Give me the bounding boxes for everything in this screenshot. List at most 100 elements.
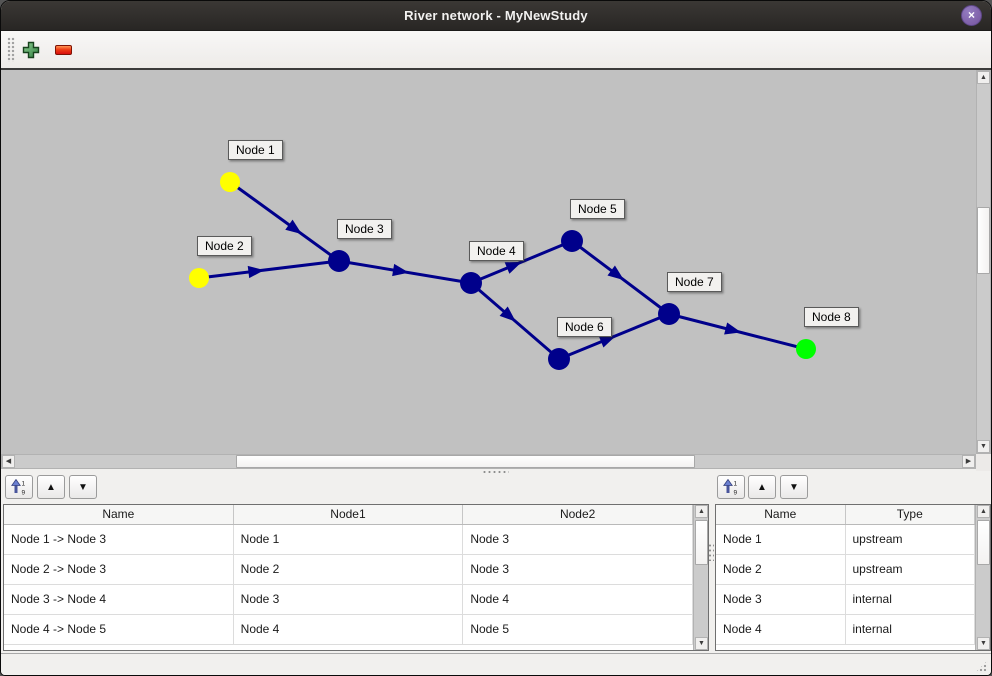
edge-arrow-icon xyxy=(504,261,522,274)
network-view-frame: Node 1 Node 2 Node 3 Node 4 Node 5 Node 6 Node… xyxy=(1,68,991,471)
plus-icon xyxy=(22,41,40,59)
network-canvas[interactable]: Node 1 Node 2 Node 3 Node 4 Node 5 Node 6 Node… xyxy=(1,70,976,454)
table-cell[interactable]: upstream xyxy=(845,525,975,555)
node-label[interactable]: Node 5 xyxy=(570,199,625,219)
scroll-right-icon[interactable]: ▶ xyxy=(962,455,975,468)
table-cell[interactable]: Node 3 xyxy=(233,585,464,615)
node-label[interactable]: Node 6 xyxy=(557,317,612,337)
node-label[interactable]: Node 4 xyxy=(469,241,524,261)
node-circle[interactable] xyxy=(220,172,240,192)
remove-button[interactable] xyxy=(50,37,76,63)
table-cell[interactable]: Node 5 xyxy=(463,615,693,645)
links-scroll-thumb[interactable] xyxy=(695,520,708,565)
toolbar xyxy=(1,31,991,68)
nodes-move-up-button[interactable]: ▲ xyxy=(748,475,776,499)
close-button[interactable]: × xyxy=(961,5,982,26)
move-down-icon: ▼ xyxy=(78,481,88,493)
table-cell[interactable]: Node 4 xyxy=(716,615,846,645)
splitter-handle-icon xyxy=(482,470,509,474)
nodes-scroll-thumb[interactable] xyxy=(977,520,990,565)
horizontal-splitter[interactable] xyxy=(1,469,991,475)
scroll-down-icon[interactable]: ▼ xyxy=(977,440,990,453)
scroll-left-icon[interactable]: ◀ xyxy=(2,455,15,468)
toolbar-drag-handle-icon[interactable] xyxy=(7,37,15,62)
table-cell[interactable]: Node 3 xyxy=(463,525,693,555)
table-cell[interactable]: upstream xyxy=(845,555,975,585)
table-cell[interactable]: Node 3 xyxy=(463,555,693,585)
node-label[interactable]: Node 8 xyxy=(804,307,859,327)
node-circle[interactable] xyxy=(460,272,482,294)
column-header[interactable]: Node1 xyxy=(234,505,464,524)
table-cell[interactable]: Node 3 -> Node 4 xyxy=(4,585,234,615)
node-label[interactable]: Node 1 xyxy=(228,140,283,160)
horizontal-scroll-thumb[interactable] xyxy=(236,455,695,468)
table-cell[interactable]: Node 4 xyxy=(463,585,693,615)
add-button[interactable] xyxy=(18,37,44,63)
table-cell[interactable]: Node 1 xyxy=(233,525,464,555)
titlebar[interactable]: River network - MyNewStudy × xyxy=(1,1,991,31)
scroll-up-icon[interactable]: ▲ xyxy=(695,505,708,518)
edge-arrow-icon xyxy=(285,219,302,235)
nodes-move-down-button[interactable]: ▼ xyxy=(780,475,808,499)
links-move-up-button[interactable]: ▲ xyxy=(37,475,65,499)
column-header[interactable]: Name xyxy=(4,505,234,524)
node-circle[interactable] xyxy=(658,303,680,325)
edge-line[interactable] xyxy=(228,180,341,263)
resize-grip-icon[interactable] xyxy=(975,660,988,673)
node-circle[interactable] xyxy=(189,268,209,288)
nodes-table-scrollbar[interactable]: ▲ ▼ xyxy=(975,505,990,650)
table-cell[interactable]: Node 1 xyxy=(716,525,846,555)
canvas-horizontal-scrollbar[interactable]: ◀ ▶ xyxy=(1,454,976,469)
partial-row xyxy=(4,645,693,650)
table-cell[interactable]: internal xyxy=(845,615,975,645)
edge-arrow-icon xyxy=(598,335,616,348)
table-cell[interactable]: Node 3 xyxy=(716,585,846,615)
node-label[interactable]: Node 7 xyxy=(667,272,722,292)
links-move-down-button[interactable]: ▼ xyxy=(69,475,97,499)
table-cell[interactable]: Node 1 -> Node 3 xyxy=(4,525,234,555)
links-sort-button[interactable]: 1 9 xyxy=(5,475,33,499)
vertical-scroll-thumb[interactable] xyxy=(977,207,990,274)
links-table-scrollbar[interactable]: ▲ ▼ xyxy=(693,505,708,650)
scroll-up-icon[interactable]: ▲ xyxy=(977,71,990,84)
svg-text:9: 9 xyxy=(22,490,26,496)
node-circle[interactable] xyxy=(796,339,816,359)
column-header[interactable]: Type xyxy=(846,505,975,524)
node-circle[interactable] xyxy=(561,230,583,252)
table-cell[interactable]: internal xyxy=(845,585,975,615)
edge-arrow-icon xyxy=(724,322,742,335)
scrollbar-corner xyxy=(976,454,991,471)
table-cell[interactable]: Node 2 xyxy=(233,555,464,585)
table-cell[interactable]: Node 4 xyxy=(233,615,464,645)
node-label[interactable]: Node 3 xyxy=(337,219,392,239)
table-cell[interactable]: Node 2 -> Node 3 xyxy=(4,555,234,585)
network-svg xyxy=(189,172,816,370)
node-label[interactable]: Node 2 xyxy=(197,236,252,256)
scroll-up-icon[interactable]: ▲ xyxy=(977,505,990,518)
table-cell[interactable]: Node 4 -> Node 5 xyxy=(4,615,234,645)
column-header[interactable]: Node2 xyxy=(463,505,693,524)
vertical-splitter[interactable] xyxy=(708,543,714,561)
node-circle[interactable] xyxy=(328,250,350,272)
sort-ascending-icon: 1 9 xyxy=(11,479,26,496)
node-circle[interactable] xyxy=(548,348,570,370)
scroll-down-icon[interactable]: ▼ xyxy=(977,637,990,650)
edge-line[interactable] xyxy=(197,259,341,280)
scroll-down-icon[interactable]: ▼ xyxy=(695,637,708,650)
close-icon: × xyxy=(967,8,975,22)
canvas-vertical-scrollbar[interactable]: ▲ ▼ xyxy=(976,70,991,454)
partial-row xyxy=(716,645,975,650)
table-cell[interactable]: Node 2 xyxy=(716,555,846,585)
column-header[interactable]: Name xyxy=(716,505,846,524)
nodes-sort-button[interactable]: 1 9 xyxy=(717,475,745,499)
